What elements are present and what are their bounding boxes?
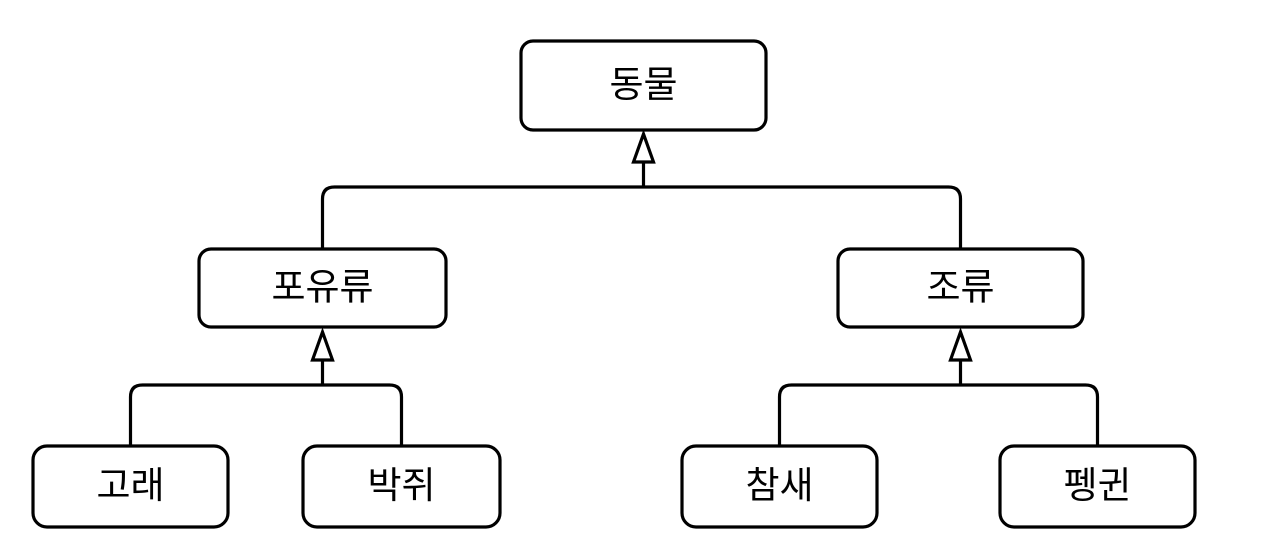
connector-to-animal	[320, 129, 963, 249]
class-node-box[interactable]	[197, 247, 448, 329]
class-node-box[interactable]	[836, 247, 1085, 329]
connector-to-mammal	[128, 327, 404, 446]
generalization-arrowhead-icon	[310, 327, 335, 362]
class-node-penguin[interactable]: 펭귄	[998, 444, 1197, 529]
class-node-box[interactable]	[301, 444, 502, 529]
class-node-box[interactable]	[680, 444, 879, 529]
class-node-label: 박쥐	[367, 464, 435, 507]
class-node-sparrow[interactable]: 참새	[680, 444, 879, 529]
class-node-bird[interactable]: 조류	[836, 247, 1085, 329]
generalization-arrowhead-icon	[948, 327, 973, 362]
class-node-label: 조류	[926, 266, 994, 309]
connector-bus-line	[128, 383, 404, 446]
class-node-animal[interactable]: 동물	[519, 39, 768, 132]
connector-to-bird	[777, 327, 1100, 446]
class-node-label: 펭귄	[1063, 464, 1131, 507]
class-node-box[interactable]	[519, 39, 768, 132]
connector-bus-line	[320, 185, 963, 249]
edges-layer	[128, 129, 1100, 446]
class-node-label: 참새	[745, 464, 813, 507]
class-node-box[interactable]	[998, 444, 1197, 529]
generalization-arrowhead-icon	[631, 129, 656, 164]
class-node-label: 포유류	[271, 266, 373, 309]
class-node-label: 고래	[96, 464, 164, 507]
connector-bus-line	[777, 383, 1100, 446]
class-node-whale[interactable]: 고래	[31, 444, 230, 529]
class-node-label: 동물	[609, 63, 677, 106]
class-node-box[interactable]	[31, 444, 230, 529]
class-node-bat[interactable]: 박쥐	[301, 444, 502, 529]
class-node-mammal[interactable]: 포유류	[197, 247, 448, 329]
